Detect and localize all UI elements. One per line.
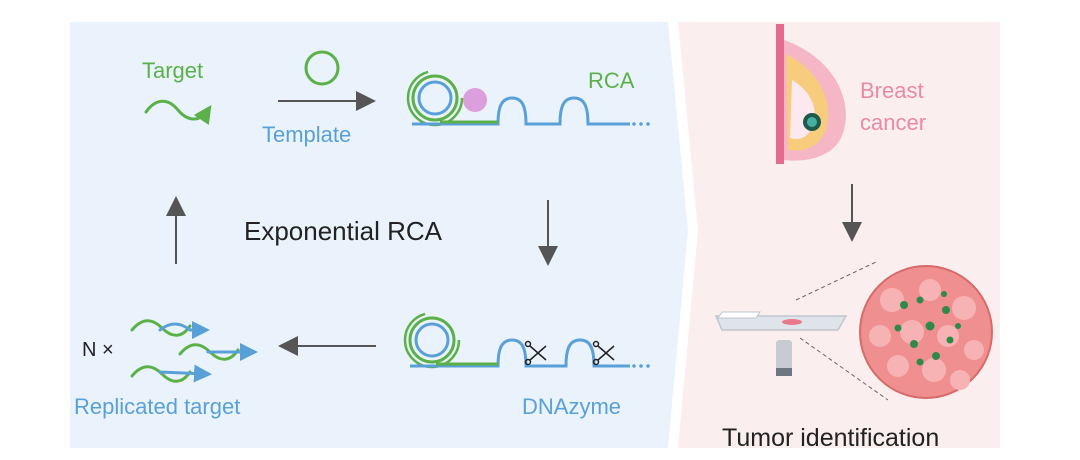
multiplier-label: N × [82,339,114,361]
replicated-label: Replicated target [74,394,241,419]
cancer-label: cancer [860,110,927,135]
scissors-icon [592,340,615,366]
left-panel [70,22,688,448]
replicated-strands-icon [130,319,258,383]
target-label: Target [142,58,204,83]
tissue-magnify-icon [795,261,993,401]
template-label: Template [262,122,352,147]
polymerase-icon [463,88,487,112]
breast-label: Breast [860,78,924,103]
center-label: Exponential RCA [244,216,442,246]
target-strand-icon [144,99,212,125]
rca-product-icon [406,69,650,127]
microscope-slide-icon [714,311,848,376]
rca-label: RCA [588,68,635,93]
dnazyme-product-icon [403,311,650,369]
dnazyme-label: DNAzyme [522,394,622,419]
breast-icon [776,24,846,164]
tumor-label: Tumor identification [722,424,940,452]
scissors-icon [524,340,547,366]
template-circle-icon [304,50,340,86]
